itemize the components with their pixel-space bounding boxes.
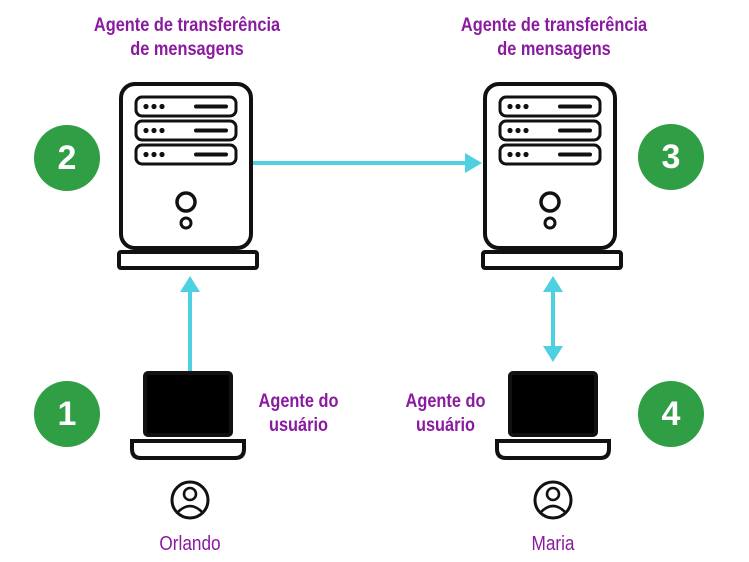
mta-label-right-line2: de mensagens bbox=[497, 39, 611, 60]
arrow-laptop-to-server bbox=[180, 276, 200, 372]
arrow-server-to-server bbox=[253, 153, 482, 173]
step-badge-3: 3 bbox=[638, 124, 704, 190]
mta-label-left-line2: de mensagens bbox=[130, 39, 244, 60]
mta-label-left: Agente de transferência de mensagens bbox=[80, 14, 295, 62]
server-icon-left bbox=[117, 82, 259, 270]
ua-label-right: Agente do usuário bbox=[392, 390, 500, 438]
user-name-right: Maria bbox=[531, 533, 575, 555]
ua-label-right-line1: Agente do bbox=[405, 391, 486, 412]
ua-label-right-line2: usuário bbox=[415, 415, 476, 436]
step-badge-1: 1 bbox=[34, 381, 100, 447]
ua-label-left: Agente do usuário bbox=[245, 390, 353, 438]
ua-label-left-line1: Agente do bbox=[258, 391, 339, 412]
mta-label-left-line1: Agente de transferência bbox=[93, 15, 281, 36]
mta-label-right: Agente de transferência de mensagens bbox=[447, 14, 662, 62]
user-icon-left bbox=[170, 480, 210, 520]
arrow-server-laptop-bidirectional bbox=[543, 276, 563, 362]
laptop-icon-right bbox=[495, 371, 611, 460]
server-icon-right bbox=[481, 82, 623, 270]
user-icon-right bbox=[533, 480, 573, 520]
ua-label-left-line2: usuário bbox=[268, 415, 329, 436]
user-name-left: Orlando bbox=[159, 533, 221, 555]
mta-label-right-line1: Agente de transferência bbox=[460, 15, 648, 36]
step-badge-4: 4 bbox=[638, 381, 704, 447]
laptop-icon-left bbox=[130, 371, 246, 460]
step-badge-2: 2 bbox=[34, 125, 100, 191]
